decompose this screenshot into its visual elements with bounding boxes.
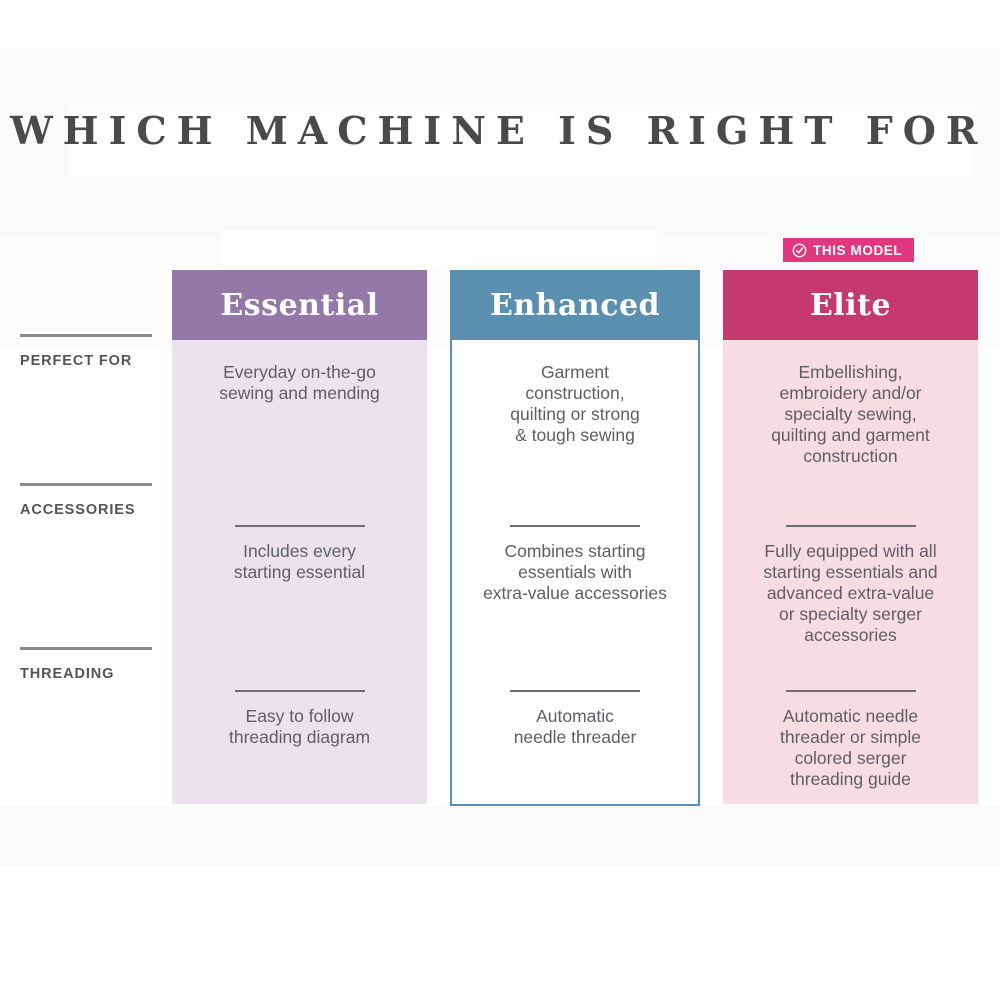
column-header-elite: Elite (723, 270, 978, 340)
cell-divider (234, 525, 365, 527)
cell-divider (234, 690, 365, 692)
row-label-text: ACCESSORIES (20, 502, 136, 518)
column-header-essential: Essential (172, 270, 427, 340)
row-label-perfect-for: PERFECT FOR (20, 334, 160, 369)
cell-divider (510, 690, 640, 692)
column-header-enhanced: Enhanced (450, 270, 700, 340)
check-circle-icon (792, 243, 807, 258)
row-divider-rule (20, 334, 152, 337)
row-divider-rule (20, 647, 152, 650)
cell-divider (785, 525, 916, 527)
row-divider-rule (20, 483, 152, 486)
row-label-column: PERFECT FOR ACCESSORIES THREADING (0, 0, 172, 1000)
row-label-threading: THREADING (20, 647, 160, 682)
page-title: WHICH MACHINE IS RIGHT FOR YOU? (10, 108, 1000, 153)
row-label-accessories: ACCESSORIES (20, 483, 160, 518)
cell-divider (785, 690, 916, 692)
row-label-text: PERFECT FOR (20, 353, 133, 369)
cell-divider (510, 525, 640, 527)
this-model-badge: THIS MODEL (783, 238, 915, 262)
this-model-badge-label: THIS MODEL (813, 242, 903, 258)
row-label-text: THREADING (20, 666, 115, 682)
